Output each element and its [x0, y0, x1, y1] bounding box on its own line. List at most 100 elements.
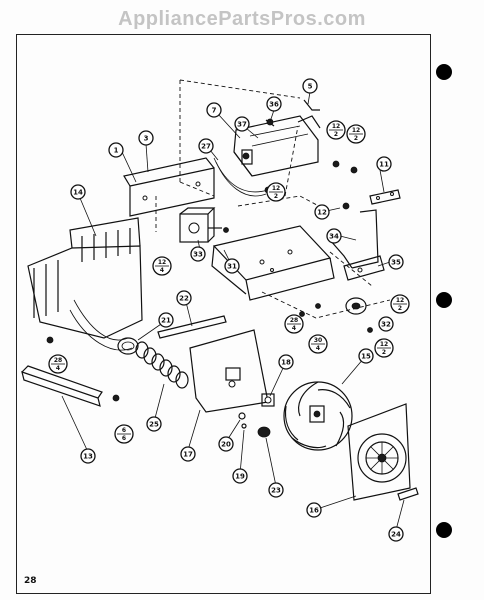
callout-12-2-lower-den: 2: [382, 349, 386, 356]
callout-3-label: 3: [144, 135, 149, 143]
callout-24-label: 24: [391, 531, 401, 539]
callout-32: 32: [378, 316, 394, 332]
callout-12-2-upper-b: 122: [346, 124, 366, 144]
part-35-arm-bracket: [343, 255, 385, 281]
part-14-auger-housing: [27, 217, 143, 351]
callout-17: 17: [180, 446, 196, 462]
part-21-ring: [117, 337, 139, 355]
binder-hole-middle: [436, 292, 452, 308]
callout-21: 21: [158, 312, 174, 328]
callout-11: 11: [376, 156, 392, 172]
part-7-icemaker-head: [233, 115, 321, 177]
callout-17-label: 17: [183, 451, 193, 459]
callout-30-4-den: 4: [316, 345, 320, 352]
part-18-bushing: [261, 393, 275, 407]
callout-12-4-left-den: 4: [160, 267, 164, 274]
part-16-fan-housing: [347, 403, 411, 501]
callout-37-label: 37: [237, 121, 247, 129]
leader-lines: [61, 91, 405, 531]
callout-12: 12: [314, 204, 330, 220]
callout-12-2-right: 122: [390, 294, 410, 314]
callout-7-label: 7: [212, 107, 217, 115]
callout-12-label: 12: [317, 209, 327, 217]
part-17-cover-plate: [189, 329, 269, 413]
callout-36: 36: [266, 96, 282, 112]
callout-21-label: 21: [161, 317, 171, 325]
binder-hole-top: [436, 64, 452, 80]
callout-25-label: 25: [149, 421, 159, 429]
callout-25: 25: [146, 416, 162, 432]
callout-32-label: 32: [381, 321, 391, 329]
callout-18-label: 18: [281, 359, 291, 367]
callout-11-label: 11: [379, 161, 389, 169]
part-22-rod: [157, 315, 227, 339]
callout-13-label: 13: [83, 453, 93, 461]
part-13-channel: [21, 365, 103, 407]
small-hardware: [238, 412, 271, 438]
part-1-mounting-bracket: [123, 157, 215, 217]
callout-37: 37: [234, 116, 250, 132]
callout-12-2-lower-num: 12: [380, 341, 388, 348]
callout-12-4-left-num: 12: [158, 259, 166, 266]
callout-12-2-harness: 122: [266, 182, 286, 202]
callout-35-label: 35: [391, 259, 401, 267]
part-15-fan-blade: [283, 381, 353, 451]
callout-20: 20: [218, 436, 234, 452]
callout-15: 15: [358, 348, 374, 364]
callout-28-4-center-den: 4: [292, 325, 296, 332]
callout-12-4-left: 124: [152, 256, 172, 276]
callout-23: 23: [268, 482, 284, 498]
part-11-plate: [369, 189, 401, 205]
callout-13: 13: [80, 448, 96, 464]
part-25-spring: [135, 341, 189, 389]
callout-35: 35: [388, 254, 404, 270]
callout-1-label: 1: [114, 147, 119, 155]
callout-12-2-upper-a-num: 12: [332, 123, 340, 130]
callout-22: 22: [176, 290, 192, 306]
callout-12-2-upper-b-num: 12: [352, 127, 360, 134]
watermark-text: AppliancePartsPros.com: [118, 8, 366, 30]
callout-27: 27: [198, 138, 214, 154]
callout-6-6-num: 6: [122, 427, 126, 434]
callout-5: 5: [302, 78, 318, 94]
callout-12-2-upper-a: 122: [326, 120, 346, 140]
callout-23-label: 23: [271, 487, 281, 495]
callout-7: 7: [206, 102, 222, 118]
part-32-gear: [345, 297, 367, 315]
callout-18: 18: [278, 354, 294, 370]
callout-3: 3: [138, 130, 154, 146]
callout-33-label: 33: [193, 251, 203, 259]
part-31-motor-plate: [211, 225, 335, 301]
callout-14-label: 14: [73, 189, 83, 197]
callout-19-label: 19: [235, 473, 245, 481]
callout-28-4-left: 284: [48, 354, 68, 374]
callout-24: 24: [388, 526, 404, 542]
callout-1: 1: [108, 142, 124, 158]
callout-28-4-left-den: 4: [56, 365, 60, 372]
callout-6-6-den: 6: [122, 435, 126, 442]
binder-hole-bottom: [436, 522, 452, 538]
callout-16: 16: [306, 502, 322, 518]
callout-20-label: 20: [221, 441, 231, 449]
diagram-frame: [16, 34, 431, 594]
callout-12-2-upper-a-den: 2: [334, 131, 338, 138]
page-number: 28: [24, 576, 37, 586]
callout-36-label: 36: [269, 101, 279, 109]
callout-12-2-harness-num: 12: [272, 185, 280, 192]
callout-12-2-lower: 122: [374, 338, 394, 358]
callout-12-2-right-den: 2: [398, 305, 402, 312]
callout-31: 31: [224, 258, 240, 274]
callout-22-label: 22: [179, 295, 189, 303]
callout-28-4-center-num: 28: [290, 317, 298, 324]
callout-5-label: 5: [308, 83, 313, 91]
callout-30-4: 304: [308, 334, 328, 354]
callout-34: 34: [326, 228, 342, 244]
part-33-motor: [179, 207, 222, 243]
callout-28-4-left-num: 28: [54, 357, 62, 364]
part-24-clip: [397, 487, 419, 501]
callout-27-label: 27: [201, 143, 211, 151]
callout-16-label: 16: [309, 507, 319, 515]
callout-28-4-center: 284: [284, 314, 304, 334]
callout-15-label: 15: [361, 353, 371, 361]
